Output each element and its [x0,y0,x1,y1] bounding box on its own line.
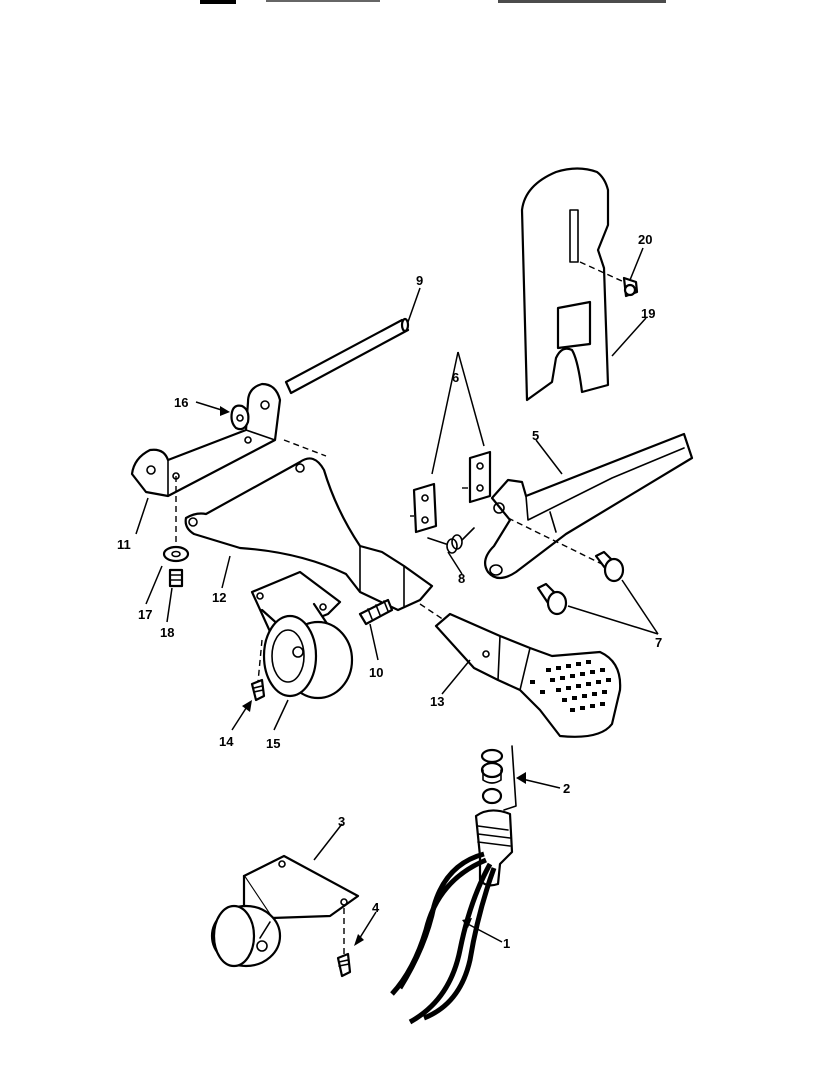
part-10-bolt [358,598,394,626]
callout-19: 19 [641,306,655,321]
part-5-lever [483,432,694,580]
callout-15: 15 [266,736,280,751]
callout-18: 18 [160,625,174,640]
part-13-foot-pedal [419,603,622,738]
callout-11: 11 [117,537,131,552]
callout-20: 20 [638,232,652,247]
header-remnant [200,0,666,4]
part-6-brackets [410,450,492,534]
pedal-tread-holes [530,660,611,712]
part-8-spring [427,527,475,554]
part-9-rod [284,317,410,395]
callout-6: 6 [452,370,459,385]
part-17-washer [162,545,190,563]
callout-7: 7 [655,635,662,650]
part-15-caster [250,570,354,700]
part-1-cord [390,809,514,1025]
callout-13: 13 [430,694,444,709]
callout-17: 17 [138,607,152,622]
part-12-pedal-arm [184,457,434,612]
callout-9: 9 [416,273,423,288]
part-14-screw [250,639,266,702]
callout-3: 3 [338,814,345,829]
part-20-push-pin [579,261,639,298]
callout-16: 16 [174,395,188,410]
callout-5: 5 [532,428,539,443]
callout-1: 1 [503,936,510,951]
callout-4: 4 [372,900,380,915]
leader-lines [135,247,659,946]
callout-8: 8 [458,571,465,586]
part-11-bracket [130,382,327,548]
part-4-screw [336,908,352,978]
part-3-caster [210,854,360,968]
callout-labels: 1 2 3 4 5 6 7 8 9 10 11 12 13 14 15 16 1… [117,232,662,951]
part-2-fittings [480,745,517,811]
callout-2: 2 [563,781,570,796]
part-19-slotted-plate [520,167,610,402]
part-7-bumpers [507,517,625,616]
callout-12: 12 [212,590,226,605]
callout-10: 10 [369,665,383,680]
callout-14: 14 [219,734,234,749]
part-18-bolt [168,568,184,588]
